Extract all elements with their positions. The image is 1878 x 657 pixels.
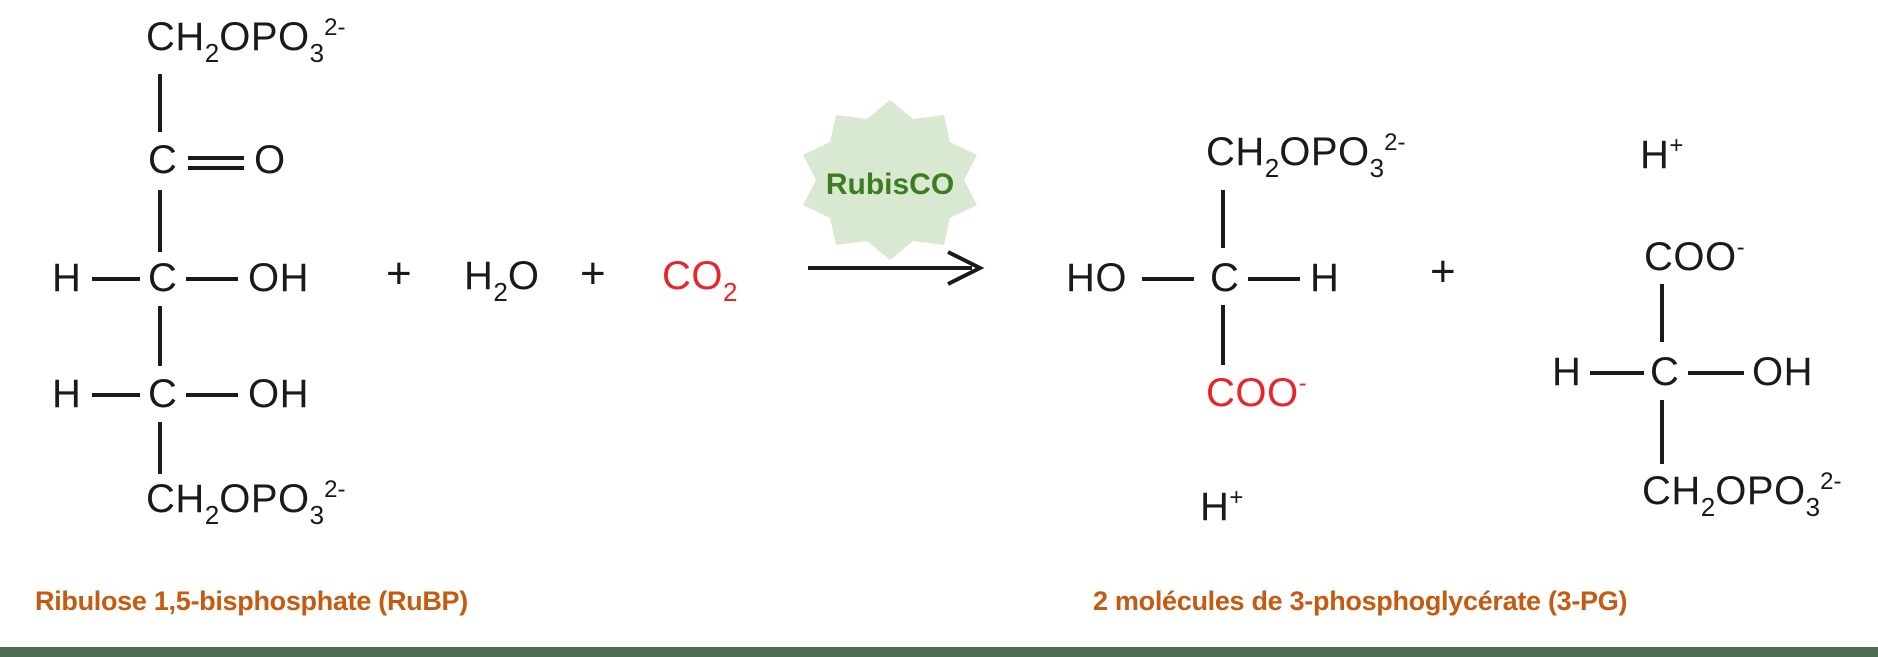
bond (1660, 400, 1664, 464)
plus-sign: + (580, 249, 607, 298)
phosphate-group-top: CH2OPO32- (1206, 129, 1406, 183)
oh-group: OH (248, 256, 309, 300)
carboxylate-group: COO- (1206, 370, 1307, 415)
double-bond-line (188, 156, 244, 160)
oh-group: OH (1752, 350, 1813, 394)
bond (92, 277, 140, 281)
catalyst-label: RubisCO (825, 168, 955, 201)
bond (1590, 371, 1644, 375)
carboxylate-group: COO- (1644, 234, 1745, 279)
proton: H+ (1200, 484, 1244, 529)
proton: H+ (1640, 132, 1684, 177)
h-atom: H (52, 372, 82, 416)
c-atom: C (148, 256, 178, 300)
bond (158, 190, 162, 252)
phosphate-group-top: CH2OPO32- (146, 14, 346, 68)
phosphate-group-bottom: CH2OPO32- (1642, 468, 1842, 522)
water-formula: H2O (464, 254, 540, 307)
double-bond-line (188, 166, 244, 170)
h-atom: H (1310, 256, 1340, 300)
bond (186, 277, 238, 281)
bond (1688, 371, 1744, 375)
bond (1221, 305, 1225, 365)
reactant-label: Ribulose 1,5-bisphosphate (RuBP) (35, 586, 468, 616)
bond (158, 74, 162, 132)
plus-sign: + (386, 249, 413, 298)
bond (92, 393, 140, 397)
c-atom: C (1210, 256, 1240, 300)
reaction-arrow-icon (808, 250, 985, 286)
oh-group: OH (248, 372, 309, 416)
carbonyl-oxygen: O (254, 138, 286, 182)
bond (1660, 284, 1664, 342)
bond (158, 422, 162, 474)
bond (1142, 277, 1194, 281)
co2-formula: CO2 (662, 254, 738, 307)
plus-sign: + (1430, 247, 1457, 296)
bottom-bar (0, 647, 1878, 657)
rubisco-badge-icon (803, 100, 977, 260)
bond (186, 393, 238, 397)
bond (1221, 190, 1225, 248)
bond (158, 306, 162, 366)
carbonyl-carbon: C (148, 138, 178, 182)
h-atom: H (52, 256, 82, 300)
h-atom: H (1552, 350, 1582, 394)
ho-group: HO (1066, 256, 1127, 300)
c-atom: C (148, 372, 178, 416)
bond (1248, 277, 1300, 281)
c-atom: C (1650, 350, 1680, 394)
product-label: 2 molécules de 3-phosphoglycérate (3-PG) (1093, 586, 1628, 616)
phosphate-group-bottom: CH2OPO32- (146, 476, 346, 530)
